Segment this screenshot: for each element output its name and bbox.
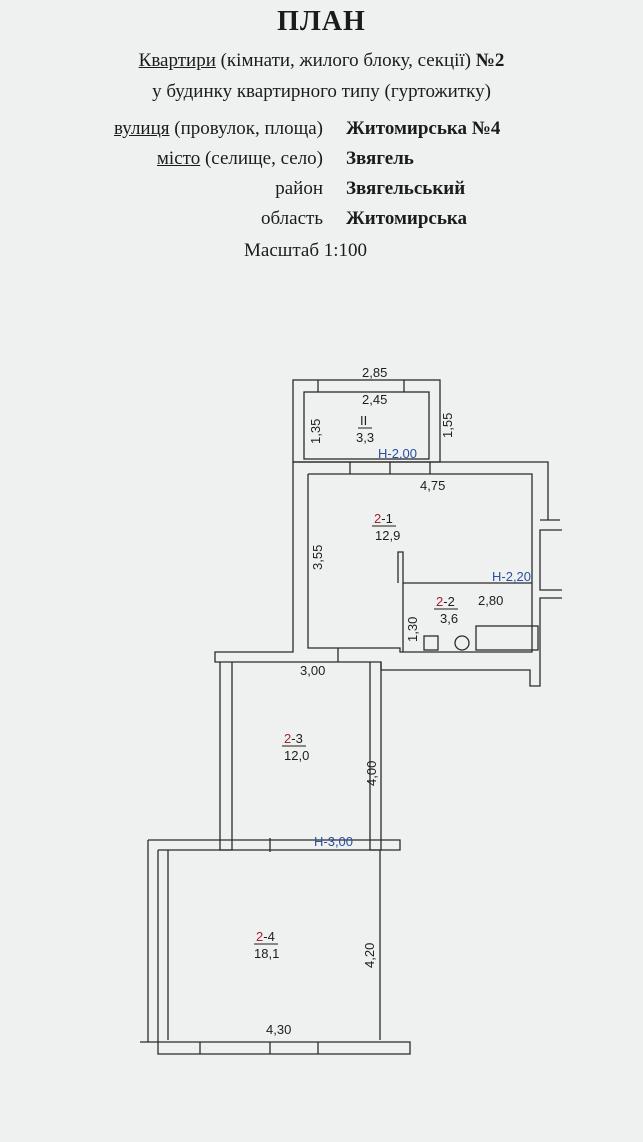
apartment-label-rest: (кімнати, жилого блоку, секції) <box>215 50 476 71</box>
dim-4-00: 4,00 <box>364 761 379 786</box>
room-2-2-id: 2-2 <box>436 594 455 609</box>
region-label: область <box>260 208 323 229</box>
room-label-ii: II 3,3 <box>356 413 374 445</box>
city-label: місто (селище, село) <box>157 148 323 170</box>
apartment-label: Квартири <box>138 50 216 71</box>
room-2-1-id: 2-1 <box>374 511 393 526</box>
dim-2-80: 2,80 <box>478 593 503 608</box>
room-label-2-4: 2-4 18,1 <box>254 929 279 961</box>
city-label-rest: (селище, село) <box>200 148 323 169</box>
room-2-2-prefix: 2 <box>436 594 443 609</box>
city-label-underlined: місто <box>156 148 201 169</box>
wall-room-2-4 <box>140 839 411 1055</box>
toilet-tank <box>423 635 439 651</box>
room-2-4-area: 18,1 <box>254 946 279 961</box>
room-2-2-area: 3,6 <box>440 611 458 626</box>
room-2-4-id: 2-4 <box>256 929 275 944</box>
room-2-1-area: 12,9 <box>375 528 400 543</box>
room-2-2-suffix: -2 <box>443 594 455 609</box>
dim-1-30: 1,30 <box>405 617 420 642</box>
room-2-4-suffix: -4 <box>263 929 275 944</box>
street-label-rest: (провулок, площа) <box>169 118 323 139</box>
room-2-3-area: 12,0 <box>284 748 309 763</box>
dim-1-35: 1,35 <box>308 419 323 444</box>
building-type-line: у будинку квартирного типу (гуртожитку) <box>152 81 491 102</box>
dim-4-75: 4,75 <box>420 478 445 493</box>
room-ii-area: 3,3 <box>356 430 374 445</box>
dim-4-20: 4,20 <box>362 943 377 968</box>
plan-title: ПЛАН <box>277 6 366 37</box>
dim-1-55: 1,55 <box>440 413 455 438</box>
district-value: Звягельський <box>346 178 466 199</box>
wall-inner-room-ii <box>303 391 430 460</box>
height-2-20: Н-2,20 <box>492 569 531 584</box>
height-3-00: Н-3,00 <box>314 834 353 849</box>
dim-3-00: 3,00 <box>300 663 325 678</box>
region-value: Житомирська <box>346 208 468 229</box>
wall-partition-2-2 <box>397 551 532 652</box>
room-ii-id: II <box>360 413 367 428</box>
dim-4-30: 4,30 <box>266 1022 291 1037</box>
street-value: Житомирська №4 <box>346 118 501 139</box>
street-label-underlined: вулиця <box>113 118 170 139</box>
city-value: Звягель <box>346 148 414 169</box>
dim-2-45: 2,45 <box>362 392 387 407</box>
room-2-1-suffix: -1 <box>381 511 393 526</box>
window-marks <box>199 380 431 1054</box>
apartment-line: Квартири (кімнати, жилого блоку, секції)… <box>0 50 643 72</box>
dim-2-85: 2,85 <box>362 365 387 380</box>
scale-label: Масштаб 1:100 <box>244 240 368 261</box>
street-label: вулиця (провулок, площа) <box>114 118 323 140</box>
room-label-2-1: 2-1 12,9 <box>372 511 400 543</box>
district-label: район <box>275 178 323 199</box>
bathtub <box>475 625 539 651</box>
sink <box>454 635 470 651</box>
room-2-3-suffix: -3 <box>291 731 303 746</box>
dim-3-55: 3,55 <box>310 545 325 570</box>
plan-walls <box>140 379 562 1055</box>
wall-inner-room-2-1 <box>307 473 533 653</box>
room-2-3-prefix: 2 <box>284 731 291 746</box>
apartment-number: №2 <box>475 50 505 71</box>
room-2-4-prefix: 2 <box>256 929 263 944</box>
room-2-3-id: 2-3 <box>284 731 303 746</box>
room-2-1-prefix: 2 <box>374 511 381 526</box>
room-label-2-2: 2-2 3,6 <box>434 594 458 626</box>
room-label-2-3: 2-3 12,0 <box>282 731 309 763</box>
height-2-00: Н-2,00 <box>378 446 417 461</box>
